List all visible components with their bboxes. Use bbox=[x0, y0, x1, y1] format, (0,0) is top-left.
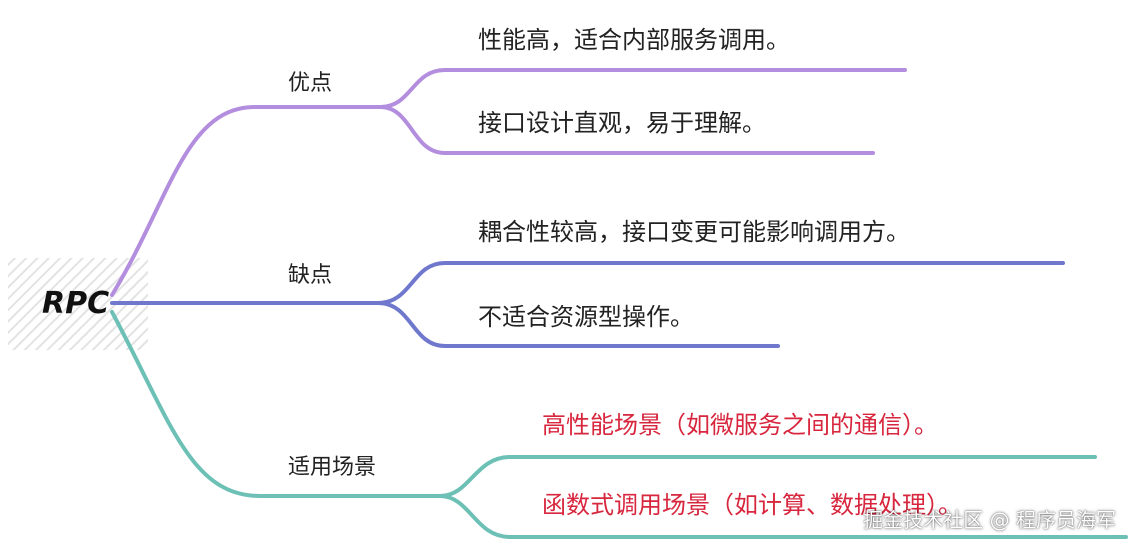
root-label: RPC bbox=[42, 286, 109, 321]
leaf-text-use-cases-2: 函数式调用场景（如计算、数据处理）。 bbox=[542, 491, 962, 519]
leaf-text-disadvantages-1: 耦合性较高，接口变更可能影响调用方。 bbox=[478, 218, 910, 246]
branch-advantages: 优点 性能高，适合内部服务调用。 接口设计直观，易于理解。 bbox=[110, 26, 907, 297]
branch-disadvantages: 缺点 耦合性较高，接口变更可能影响调用方。 不适合资源型操作。 bbox=[110, 218, 1065, 348]
branch-label-disadvantages: 缺点 bbox=[288, 263, 332, 288]
leaf-text-disadvantages-2: 不适合资源型操作。 bbox=[478, 303, 694, 331]
leaf-edge-use-cases-1 bbox=[438, 455, 1097, 498]
leaf-edge-disadvantages-2 bbox=[376, 301, 780, 348]
leaf-edge-advantages-1 bbox=[378, 68, 907, 109]
branch-label-advantages: 优点 bbox=[288, 71, 332, 96]
branch-label-use-cases: 适用场景 bbox=[288, 455, 376, 480]
branch-edge-use-cases bbox=[110, 310, 442, 498]
leaf-edge-advantages-2 bbox=[378, 105, 875, 155]
leaf-text-advantages-1: 性能高，适合内部服务调用。 bbox=[478, 26, 790, 54]
branch-edge-advantages bbox=[110, 105, 382, 297]
leaf-edge-use-cases-2 bbox=[438, 494, 1128, 539]
leaf-text-use-cases-1: 高性能场景（如微服务之间的通信）。 bbox=[542, 411, 938, 439]
watermark: 掘金技术社区 @ 程序员海军 bbox=[863, 508, 1116, 532]
leaf-text-advantages-2: 接口设计直观，易于理解。 bbox=[478, 109, 766, 137]
branch-use-cases: 适用场景 高性能场景（如微服务之间的通信）。 函数式调用场景（如计算、数据处理）… bbox=[110, 310, 1128, 539]
leaf-edge-disadvantages-1 bbox=[376, 261, 1065, 305]
